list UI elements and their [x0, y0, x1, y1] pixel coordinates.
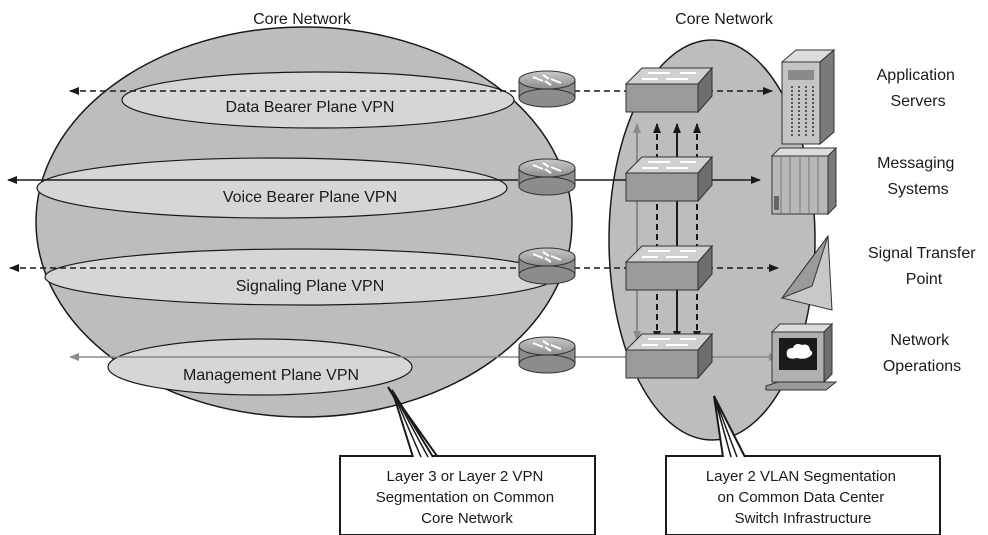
vpn-label-signaling: Signaling Plane VPN: [236, 278, 385, 295]
system-label-application-servers: Application Servers: [877, 67, 960, 110]
vpn-label-management: Management Plane VPN: [183, 367, 359, 384]
network-operations-icon: [765, 322, 838, 391]
system-label-messaging-systems: Messaging Systems: [877, 155, 959, 198]
switch-icon: [624, 332, 714, 380]
switch-icon: [624, 244, 714, 292]
data-bearer-vpn-band: [121, 71, 515, 129]
router-icon: [518, 70, 576, 108]
right-core-title: Core Network: [675, 11, 774, 28]
management-vpn-band: [107, 338, 413, 396]
messaging-system-icon: [770, 146, 838, 216]
system-label-signal-transfer-point: Signal Transfer Point: [868, 245, 980, 288]
left-callout-text: Layer 3 or Layer 2 VPN Segmentation on C…: [376, 468, 559, 527]
voice-bearer-vpn-band: [36, 157, 508, 219]
signaling-vpn-band: [44, 248, 556, 306]
signal-transfer-point-icon: [780, 234, 833, 311]
system-label-network-operations: Network Operations: [883, 332, 961, 375]
vpn-label-data-bearer: Data Bearer Plane VPN: [226, 99, 395, 116]
left-core-network-cloud: [35, 26, 573, 418]
application-server-icon: [780, 48, 836, 146]
router-icon: [518, 158, 576, 196]
left-core-title: Core Network: [253, 11, 352, 28]
switch-icon: [624, 155, 714, 203]
right-callout: [665, 395, 941, 535]
router-icon: [518, 247, 576, 285]
router-icon: [518, 336, 576, 374]
vpn-label-voice-bearer: Voice Bearer Plane VPN: [223, 189, 397, 206]
left-callout: [339, 386, 596, 535]
right-callout-text: Layer 2 VLAN Segmentation on Common Data…: [706, 468, 900, 527]
switch-icon: [624, 66, 714, 114]
